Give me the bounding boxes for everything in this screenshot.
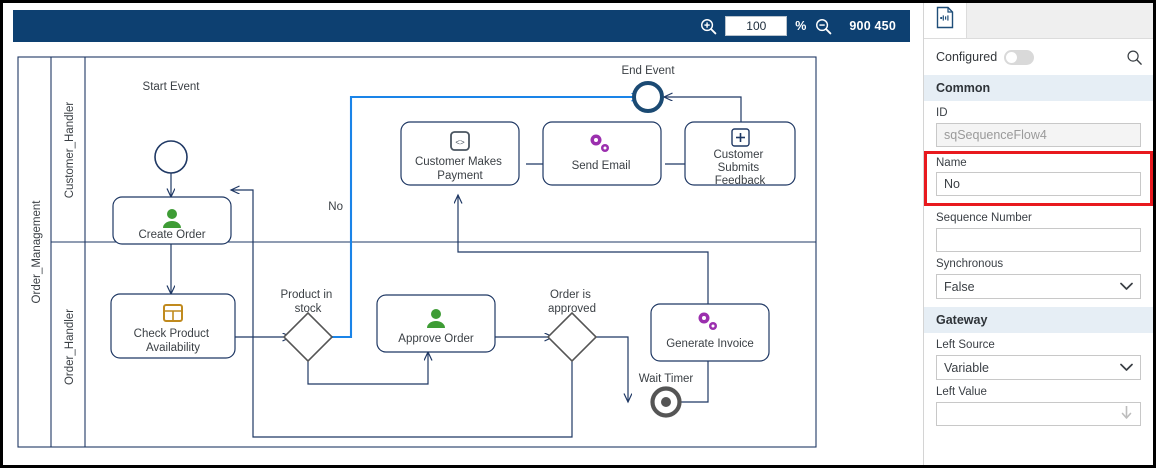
configured-toggle[interactable] bbox=[1004, 49, 1035, 65]
id-input[interactable]: sqSequenceFlow4 bbox=[936, 123, 1141, 147]
plus-icon bbox=[731, 128, 750, 147]
node-label-wait-timer: Wait Timer bbox=[639, 373, 694, 385]
node-label-product-in-stock: Product in stock bbox=[281, 289, 336, 315]
node-end-event[interactable]: End Event bbox=[621, 65, 675, 113]
field-synchronous: Synchronous False bbox=[924, 252, 1153, 299]
start-event-icon bbox=[154, 140, 188, 174]
left-source-value: Variable bbox=[944, 360, 989, 375]
exclusive-gateway-icon bbox=[546, 311, 598, 363]
lane-order-handler[interactable]: Order_Handler bbox=[64, 309, 76, 385]
node-approve-order[interactable]: Approve Order bbox=[376, 294, 496, 353]
node-wait-timer[interactable]: Wait Timer bbox=[639, 373, 694, 418]
canvas-dimensions-label: 900 450 bbox=[849, 19, 896, 33]
node-gateway-order-is-approved[interactable]: Order is approved bbox=[546, 289, 598, 363]
end-event-icon bbox=[632, 81, 664, 113]
pool-label: Order_Management bbox=[31, 200, 43, 304]
drop-down-arrow-icon bbox=[1120, 405, 1133, 423]
field-left-value: Left Value bbox=[924, 380, 1153, 426]
flow-gw2-to-timer[interactable] bbox=[591, 336, 628, 402]
node-check-product-availability[interactable]: Check Product Availability bbox=[110, 293, 236, 359]
node-label-start-event: Start Event bbox=[143, 81, 201, 93]
field-left-source: Left Source Variable bbox=[924, 333, 1153, 380]
name-input[interactable]: No bbox=[936, 172, 1141, 196]
pool-order-management[interactable]: Order_Management bbox=[17, 56, 817, 448]
field-label-id: ID bbox=[936, 107, 948, 119]
flow-gw1-to-approve[interactable] bbox=[307, 352, 428, 385]
flow-gw2-to-create[interactable] bbox=[231, 190, 573, 438]
node-customer-submits-feedback[interactable]: Customer Submits Feedback bbox=[684, 121, 796, 187]
gears-icon bbox=[698, 312, 717, 330]
section-header-common: Common bbox=[924, 75, 1153, 101]
node-customer-makes-payment[interactable]: <> Customer Makes Payment bbox=[400, 121, 520, 186]
field-name-highlighted: Name No bbox=[924, 151, 1153, 206]
node-label-order-is-approved: Order is approved bbox=[548, 289, 596, 315]
chevron-down-icon bbox=[1120, 361, 1133, 375]
left-source-select[interactable]: Variable bbox=[936, 355, 1141, 380]
node-label-end-event: End Event bbox=[621, 65, 675, 77]
node-generate-invoice[interactable]: Generate Invoice bbox=[650, 303, 770, 362]
timer-event-icon bbox=[650, 386, 682, 418]
chevron-down-icon bbox=[1120, 280, 1133, 294]
svg-text:<>: <> bbox=[455, 138, 465, 147]
table-icon bbox=[163, 304, 183, 322]
gears-icon bbox=[590, 134, 609, 152]
node-start-event[interactable]: Start Event bbox=[143, 81, 201, 174]
section-header-gateway: Gateway bbox=[924, 307, 1153, 333]
exclusive-gateway-icon bbox=[282, 311, 334, 363]
node-label-check-product-availability: Check Product Availability bbox=[134, 328, 213, 354]
flow-invoice-to-payment[interactable] bbox=[458, 195, 709, 304]
node-send-email[interactable]: Send Email bbox=[542, 121, 662, 186]
tabstrip-empty-space bbox=[967, 3, 1153, 38]
sequence-flow-document-icon bbox=[935, 6, 955, 34]
left-value-input[interactable] bbox=[936, 402, 1141, 426]
node-label-customer-submits-feedback: Customer Submits Feedback bbox=[713, 149, 766, 187]
node-label-create-order: Create Order bbox=[138, 229, 205, 241]
bpmn-diagram[interactable]: Order_Management Customer_Handler Order_… bbox=[3, 47, 926, 465]
properties-tabstrip bbox=[924, 3, 1153, 39]
sequence-number-input[interactable] bbox=[936, 228, 1141, 252]
person-icon bbox=[163, 209, 181, 228]
node-label-send-email: Send Email bbox=[572, 160, 631, 172]
node-label-generate-invoice: Generate Invoice bbox=[666, 338, 754, 350]
zoom-level-input[interactable] bbox=[725, 16, 788, 36]
field-label-left-source: Left Source bbox=[936, 339, 995, 351]
field-label-name: Name bbox=[936, 157, 967, 169]
node-label-customer-makes-payment: Customer Makes Payment bbox=[415, 156, 505, 182]
field-sequence-number: Sequence Number bbox=[924, 206, 1153, 252]
zoom-out-icon[interactable] bbox=[814, 17, 833, 36]
node-label-approve-order: Approve Order bbox=[398, 333, 474, 345]
zoom-in-icon[interactable] bbox=[699, 17, 718, 36]
field-label-synchronous: Synchronous bbox=[936, 258, 1004, 270]
field-label-sequence-number: Sequence Number bbox=[936, 212, 1032, 224]
search-icon[interactable] bbox=[1126, 49, 1143, 66]
lane-label-order-handler: Order_Handler bbox=[64, 309, 76, 385]
canvas-toolbar: % 900 450 bbox=[13, 10, 910, 42]
field-label-left-value: Left Value bbox=[936, 386, 987, 398]
synchronous-select[interactable]: False bbox=[936, 274, 1141, 299]
person-icon bbox=[427, 309, 445, 328]
properties-panel: Configured Common ID sqSequenceFlow4 Nam… bbox=[923, 3, 1153, 465]
diagram-canvas-area: % 900 450 bbox=[3, 3, 926, 465]
flow-label-no: No bbox=[328, 201, 343, 213]
node-create-order[interactable]: Create Order bbox=[112, 196, 232, 245]
lane-label-customer-handler: Customer_Handler bbox=[64, 102, 76, 199]
node-gateway-product-in-stock[interactable]: Product in stock bbox=[281, 289, 336, 363]
tab-sequence-flow-properties[interactable] bbox=[924, 3, 967, 38]
configured-label: Configured bbox=[936, 50, 998, 64]
document-code-icon: <> bbox=[450, 131, 470, 151]
synchronous-value: False bbox=[944, 279, 975, 294]
zoom-percent-label: % bbox=[795, 19, 807, 33]
field-id: ID sqSequenceFlow4 bbox=[924, 101, 1153, 147]
configured-row: Configured bbox=[924, 39, 1153, 75]
